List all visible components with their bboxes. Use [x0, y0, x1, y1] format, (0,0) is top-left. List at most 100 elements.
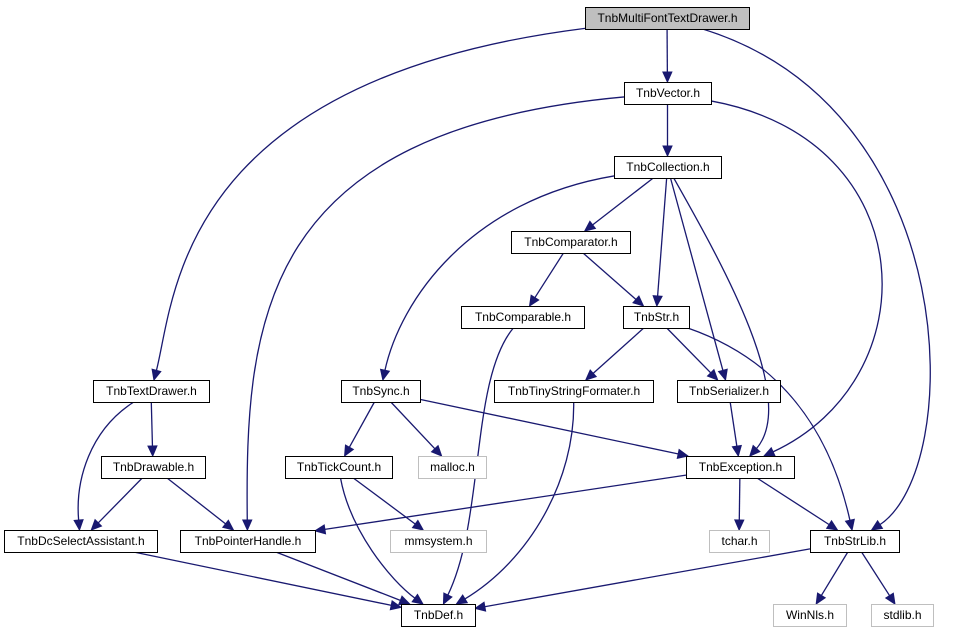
edge-sync-to-malloc — [390, 401, 443, 457]
edge-multifont-to-strlib — [702, 28, 931, 531]
edge-str-to-tinyformater — [584, 327, 645, 381]
edge-tinyformater-to-def — [455, 401, 575, 605]
edge-line — [592, 327, 645, 375]
edge-comparable-to-def — [442, 327, 514, 606]
edge-line — [446, 327, 514, 597]
edge-exception-to-strlib — [756, 477, 839, 531]
arrowhead-icon — [147, 445, 158, 458]
node-box — [871, 604, 934, 627]
node-exception[interactable]: TnbException.h — [686, 456, 795, 479]
arrowhead-icon — [632, 295, 645, 307]
arrowhead-icon — [652, 295, 663, 308]
node-label: TnbTinyStringFormater.h — [508, 384, 640, 398]
edge-line — [483, 548, 811, 608]
node-box — [341, 380, 421, 403]
arrowhead-icon — [528, 294, 540, 308]
arrowhead-icon — [762, 446, 776, 457]
edge-line — [348, 401, 375, 449]
arrowhead-icon — [870, 519, 884, 531]
edge-line — [390, 401, 436, 450]
node-box — [585, 7, 750, 30]
node-label: TnbCollection.h — [626, 160, 709, 174]
node-sync[interactable]: TnbSync.h — [341, 380, 421, 403]
arrowhead-icon — [734, 519, 745, 532]
node-drawable[interactable]: TnbDrawable.h — [101, 456, 206, 479]
node-label: mmsystem.h — [404, 534, 472, 548]
edge-line — [323, 474, 687, 531]
node-label: TnbSerializer.h — [689, 384, 769, 398]
edge-sync-to-tickcount — [343, 401, 375, 458]
edge-multifont-to-vector — [662, 28, 673, 84]
node-pointer[interactable]: TnbPointerHandle.h — [180, 530, 316, 553]
arrowhead-icon — [411, 593, 424, 605]
arrowhead-icon — [442, 592, 453, 606]
node-label: TnbException.h — [699, 460, 782, 474]
edge-comparator-to-comparable — [528, 252, 565, 308]
edge-tickcount-to-mmsystem — [352, 477, 425, 531]
edge-line — [77, 401, 135, 522]
edge-dcselect-to-def — [133, 551, 403, 611]
node-label: TnbTextDrawer.h — [106, 384, 197, 398]
node-label: malloc.h — [430, 460, 475, 474]
edge-line — [582, 252, 638, 301]
edge-collection-to-exception — [673, 177, 770, 457]
edge-line — [419, 398, 680, 455]
node-box — [709, 530, 770, 553]
edge-multifont-to-textdrawer — [151, 27, 586, 382]
node-def[interactable]: TnbDef.h — [401, 604, 476, 627]
node-dcselect[interactable]: TnbDcSelectAssistant.h — [4, 530, 158, 553]
node-strlib[interactable]: TnbStrLib.h — [810, 530, 900, 553]
edge-strlib-to-def — [473, 548, 811, 612]
node-comparable[interactable]: TnbComparable.h — [461, 306, 585, 329]
edge-layer — [73, 27, 931, 612]
arrowhead-icon — [676, 448, 690, 459]
edge-line — [463, 401, 575, 600]
edge-strlib-to-stdlib — [861, 551, 896, 606]
node-tinyformater[interactable]: TnbTinyStringFormater.h — [494, 380, 654, 403]
edge-str-to-strlib — [687, 327, 855, 532]
node-label: TnbComparator.h — [524, 235, 617, 249]
arrowhead-icon — [662, 145, 673, 158]
node-malloc: malloc.h — [418, 456, 487, 479]
edge-line — [673, 177, 770, 450]
node-textdrawer[interactable]: TnbTextDrawer.h — [93, 380, 210, 403]
edge-collection-to-comparator — [583, 177, 654, 232]
edge-line — [150, 401, 154, 448]
node-box — [614, 156, 722, 179]
edge-drawable-to-dcselect — [90, 477, 143, 531]
node-box — [418, 456, 487, 479]
arrowhead-icon — [389, 600, 403, 611]
node-str[interactable]: TnbStr.h — [623, 306, 690, 329]
edge-line — [702, 28, 931, 526]
node-comparator[interactable]: TnbComparator.h — [511, 231, 631, 254]
node-collection[interactable]: TnbCollection.h — [614, 156, 722, 179]
node-label: TnbStrLib.h — [824, 534, 886, 548]
node-winnls: WinNls.h — [773, 604, 847, 627]
edge-line — [756, 477, 831, 526]
edge-serializer-to-exception — [729, 401, 742, 458]
node-box — [461, 306, 585, 329]
node-vector[interactable]: TnbVector.h — [624, 82, 712, 105]
node-box — [390, 530, 487, 553]
edge-line — [591, 177, 654, 227]
edge-vector-to-exception — [710, 100, 883, 457]
arrowhead-icon — [731, 444, 742, 458]
edge-line — [339, 477, 417, 600]
node-layer: TnbMultiFontTextDrawer.hTnbVector.hTnbCo… — [4, 7, 934, 627]
edge-line — [97, 477, 143, 525]
edge-collection-to-sync — [379, 175, 615, 382]
node-box — [285, 456, 393, 479]
arrowhead-icon — [221, 519, 235, 531]
edge-line — [687, 327, 851, 522]
edge-tickcount-to-def — [339, 477, 424, 605]
arrowhead-icon — [151, 368, 162, 382]
node-label: TnbDcSelectAssistant.h — [17, 534, 144, 548]
node-tickcount[interactable]: TnbTickCount.h — [285, 456, 393, 479]
node-multifont[interactable]: TnbMultiFontTextDrawer.h — [585, 7, 750, 30]
node-serializer[interactable]: TnbSerializer.h — [677, 380, 781, 403]
node-box — [624, 82, 712, 105]
edge-line — [710, 100, 883, 453]
arrowhead-icon — [73, 519, 84, 532]
node-box — [101, 456, 206, 479]
